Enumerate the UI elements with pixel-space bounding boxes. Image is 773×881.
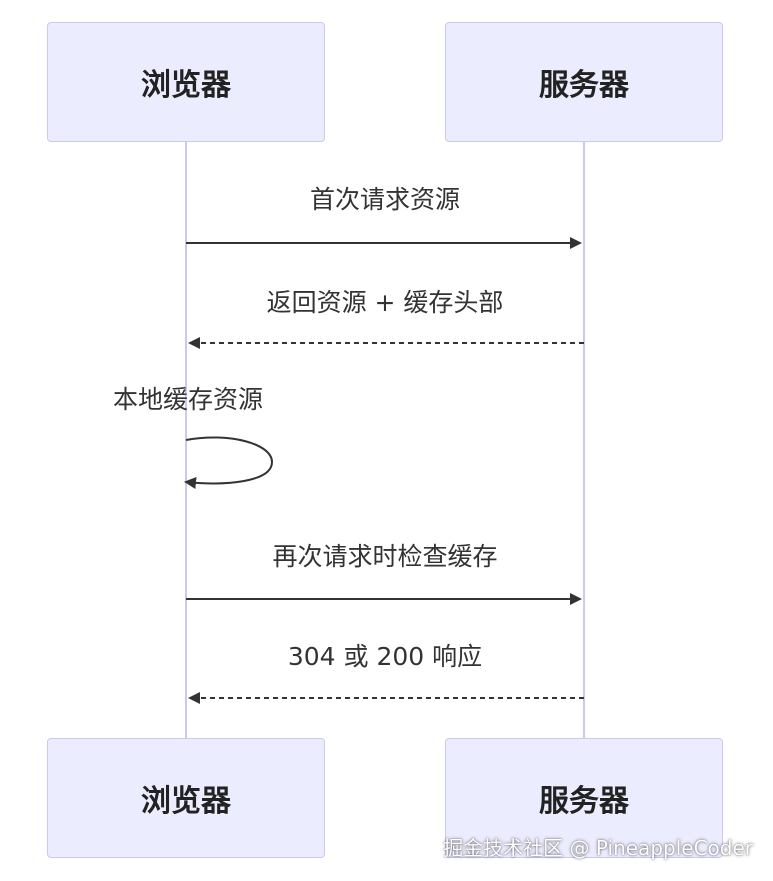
participant-server-bottom: 服务器 (445, 738, 723, 858)
message-label-4: 再次请求时检查缓存 (272, 542, 498, 571)
message-label-2: 返回资源 + 缓存头部 (266, 288, 504, 317)
participant-browser-bottom: 浏览器 (47, 738, 325, 858)
message-label-5: 304 或 200 响应 (287, 642, 483, 671)
message-arrow-3-self-loop (184, 436, 274, 489)
participant-server-top: 服务器 (445, 22, 723, 142)
message-label-1: 首次请求资源 (309, 185, 460, 214)
watermark: 掘金技术社区 @ PineappleCoder (443, 836, 753, 860)
message-label-3: 本地缓存资源 (112, 385, 263, 414)
participant-browser-top: 浏览器 (47, 22, 325, 142)
